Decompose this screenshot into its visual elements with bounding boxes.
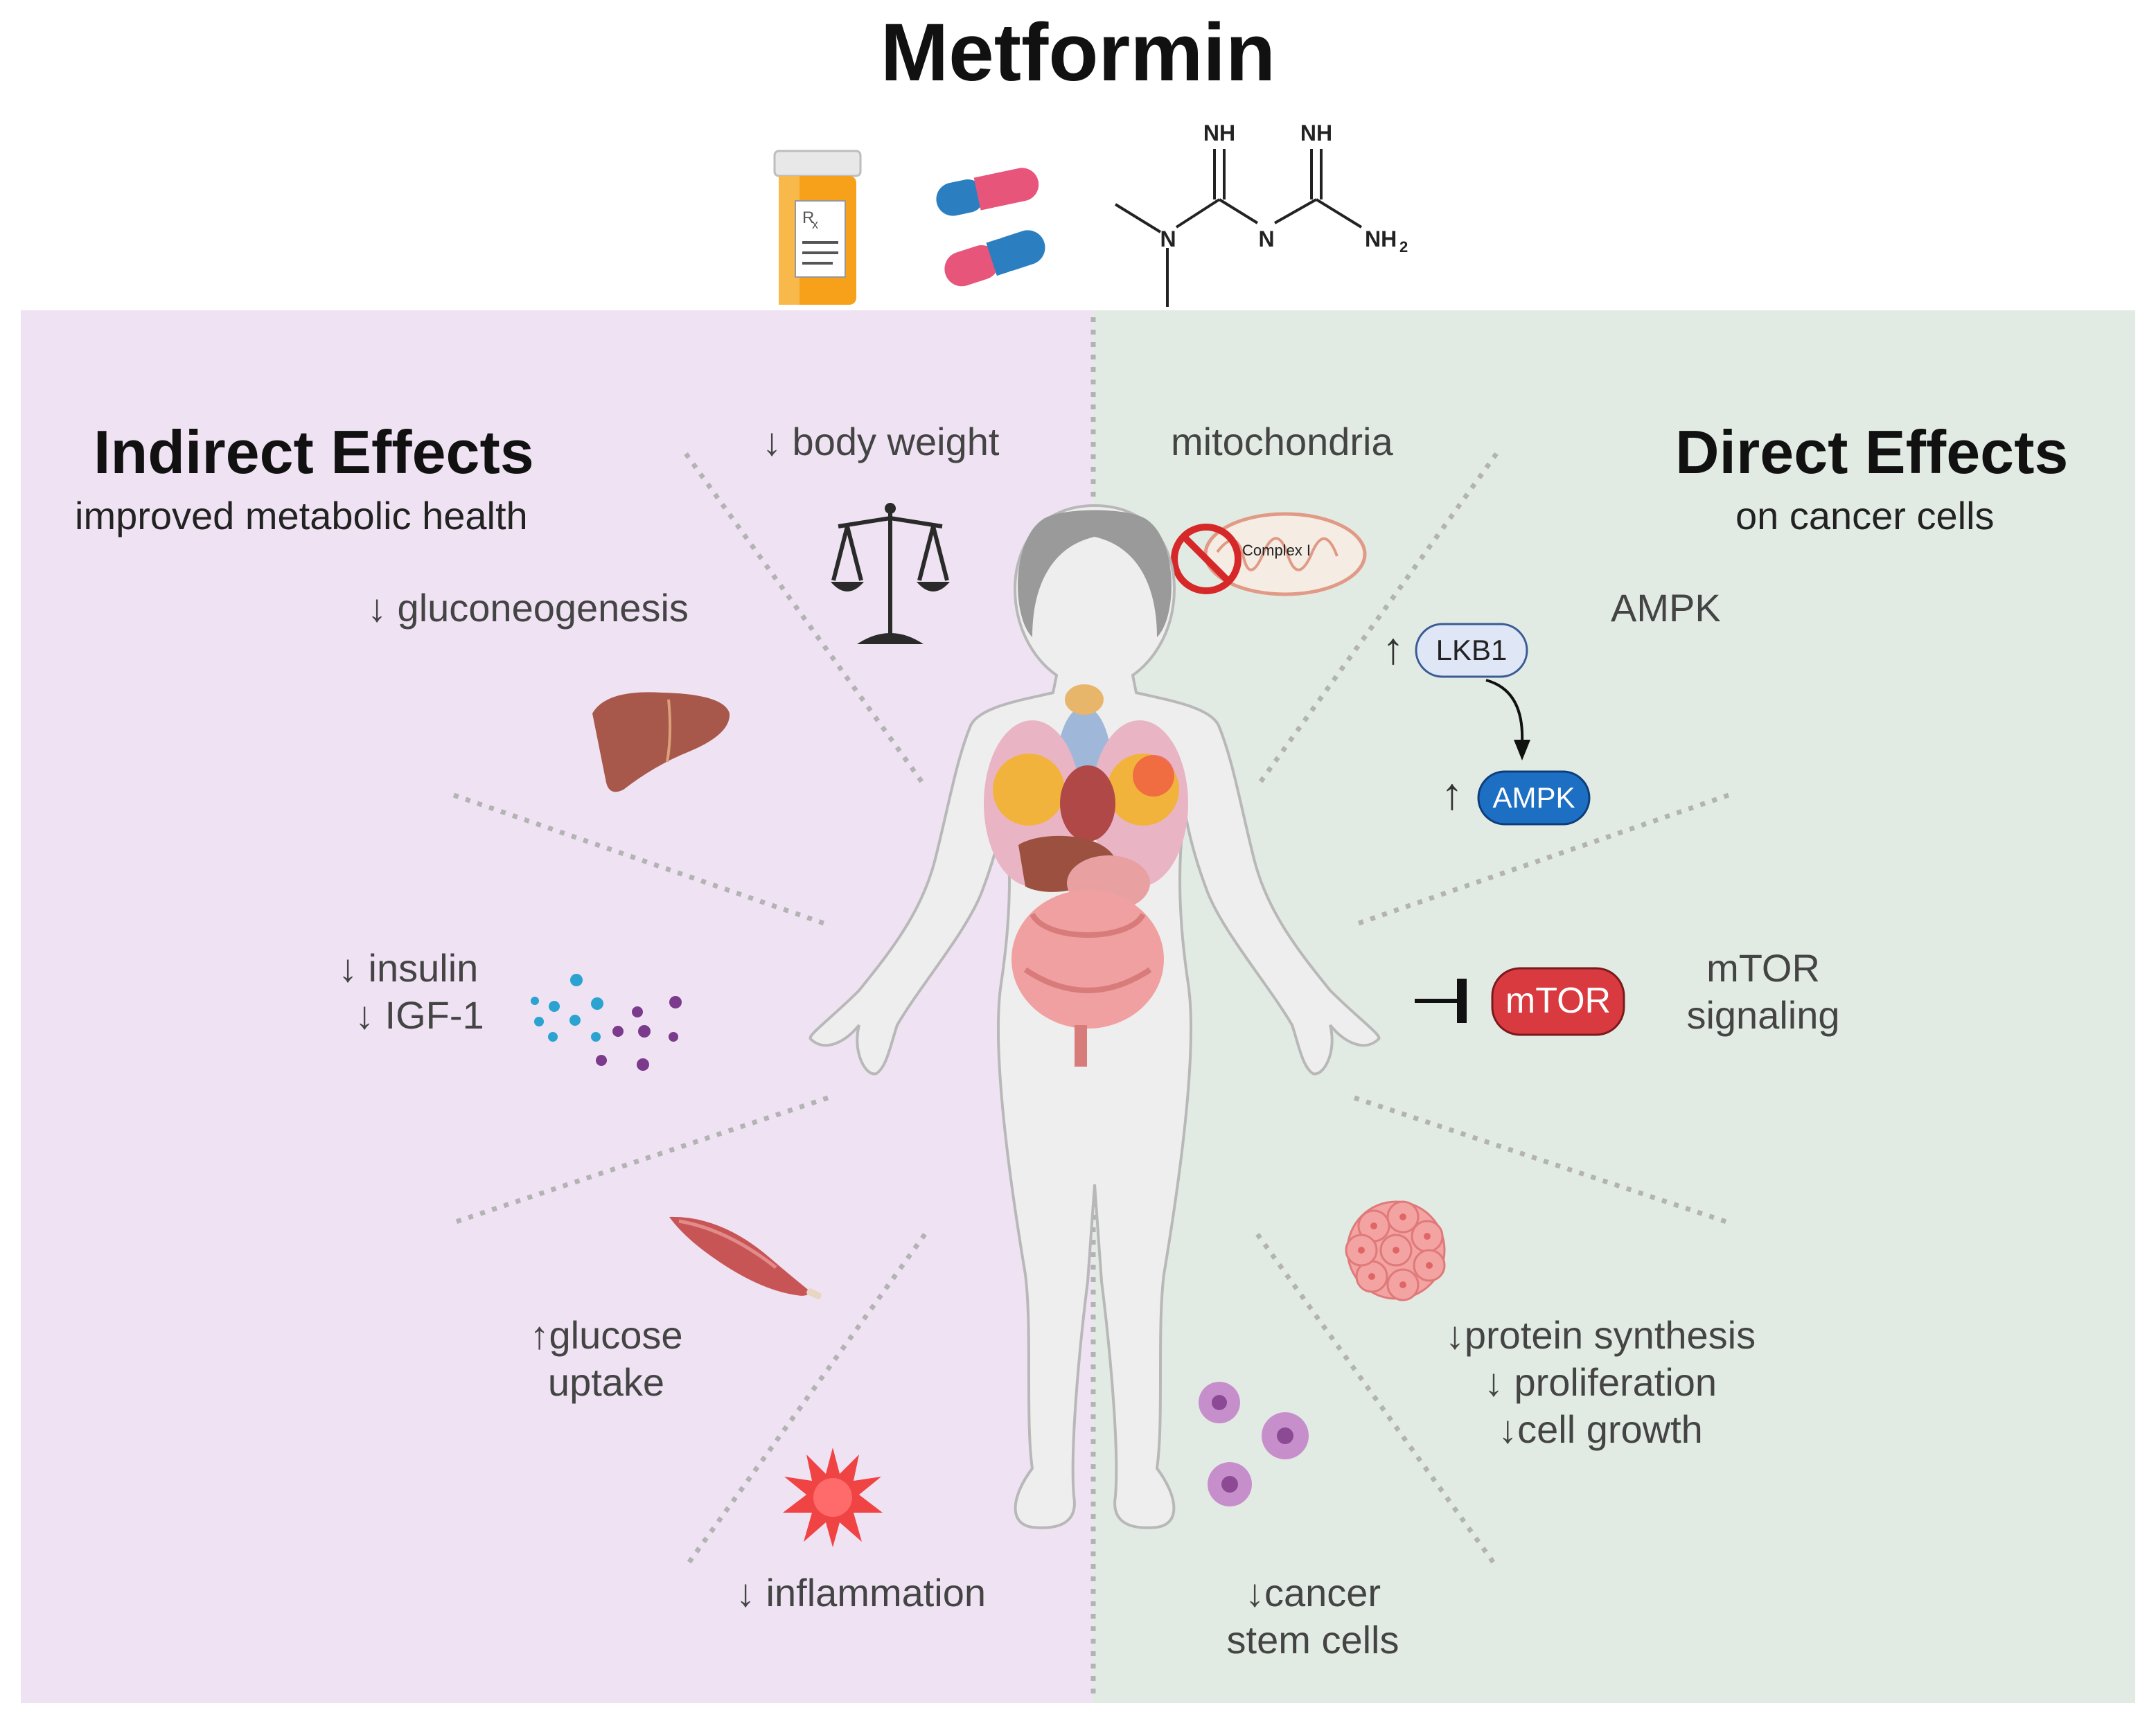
lkb1-text: LKB1 (1436, 634, 1508, 666)
lkb1-pill: LKB1 (1415, 623, 1528, 678)
svg-text:x: x (812, 217, 818, 231)
liver-icon (592, 692, 730, 792)
lkb1-up-arrow: ↑ (1382, 623, 1404, 673)
activation-arrow (1485, 679, 1530, 760)
ampk-up-arrow: ↑ (1441, 769, 1463, 819)
inflammation-label: ↓ inflammation (736, 1571, 987, 1614)
glucose-uptake-line2: uptake (547, 1360, 665, 1404)
inflammation-icon (783, 1448, 883, 1547)
mtor-signaling-line2: signaling (1686, 993, 1840, 1037)
tumor-icon (1345, 1200, 1446, 1301)
metformin-structure: NH NH N N NH 2 (1114, 121, 1408, 307)
cell-growth-line: ↓cell growth (1498, 1407, 1703, 1451)
glucose-uptake-label: ↑glucose uptake (506, 1312, 707, 1406)
proliferation-line: ↓ proliferation (1483, 1360, 1717, 1404)
stem-cells-icon (1199, 1382, 1309, 1506)
protein-synthesis-line: ↓protein synthesis (1444, 1313, 1756, 1357)
mtor-signaling-line1: mTOR (1706, 946, 1820, 990)
particles-icon (531, 974, 682, 1071)
ampk-label: AMPK (1611, 586, 1721, 630)
ampk-pill: AMPK (1477, 770, 1591, 826)
mtor-pill: mTOR (1491, 967, 1625, 1036)
pill-bottle-icon: R x (773, 150, 862, 305)
igf1-label: ↓ IGF-1 (355, 993, 484, 1037)
molecule-n2: N (1258, 226, 1274, 251)
molecule-nh-right: NH (1300, 121, 1332, 145)
capsules-icon (936, 168, 1045, 287)
molecule-nh2-sub: 2 (1399, 238, 1408, 256)
mtor-pill-text: mTOR (1505, 981, 1611, 1021)
muscle-icon (669, 1216, 822, 1299)
indirect-effects-heading: Indirect Effects (94, 418, 534, 486)
molecule-nh-left: NH (1203, 121, 1235, 145)
indirect-effects-subheading: improved metabolic health (75, 494, 528, 537)
no-sign-icon (1171, 524, 1242, 594)
molecule-n1: N (1160, 226, 1176, 251)
glucose-uptake-line1: ↑glucose (529, 1313, 683, 1357)
ampk-pill-text: AMPK (1492, 781, 1575, 814)
inhibition-arrow (1415, 979, 1467, 1023)
gluconeogenesis-label: ↓ gluconeogenesis (367, 586, 689, 630)
page-title: Metformin (880, 7, 1276, 98)
body-weight-label: ↓ body weight (762, 420, 1000, 463)
scale-icon (831, 503, 950, 644)
cancer-stem-cells-line1: ↓cancer (1244, 1571, 1381, 1614)
mitochondria-label: mitochondria (1171, 420, 1393, 463)
mitochondria-icon: Complex I (1171, 512, 1367, 596)
cancer-stem-cells-label: ↓cancer stem cells (1205, 1569, 1420, 1664)
svg-text:R: R (802, 208, 814, 227)
cancer-effects-label: ↓protein synthesis ↓ proliferation ↓cell… (1386, 1312, 1815, 1453)
mtor-signaling-label: mTOR signaling (1663, 945, 1864, 1039)
human-body-icon (808, 504, 1381, 1529)
molecule-nh2: NH (1365, 226, 1397, 251)
insulin-label: ↓ insulin (338, 946, 479, 990)
direct-effects-subheading: on cancer cells (1735, 494, 1995, 537)
complex-i-label: Complex I (1242, 542, 1311, 559)
cancer-stem-cells-line2: stem cells (1226, 1618, 1399, 1662)
direct-effects-heading: Direct Effects (1675, 418, 2069, 486)
